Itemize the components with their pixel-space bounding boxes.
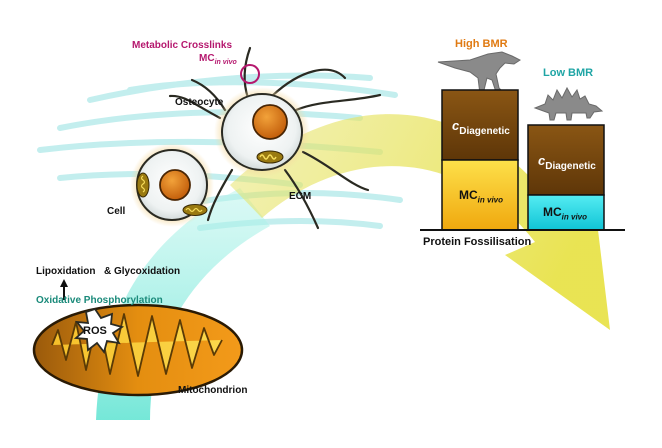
bar-high-mc bbox=[441, 159, 519, 231]
in-vivo-top-text: in vivo bbox=[214, 59, 237, 66]
protein-fossilisation-label: Protein Fossilisation bbox=[423, 236, 532, 248]
high-c-diagenetic-label: cDiagenetic bbox=[452, 117, 510, 137]
osteocyte-label: Osteocyte bbox=[175, 97, 224, 108]
mitochondrion-icon bbox=[32, 303, 244, 397]
high-bmr-title: High BMR bbox=[455, 38, 508, 50]
oxidative-phosphorylation-label: Oxidative Phosphorylation bbox=[36, 295, 163, 306]
low-c-letter: c bbox=[538, 153, 546, 168]
low-in-vivo-text: in vivo bbox=[561, 212, 588, 222]
crosslink-marker-icon bbox=[240, 64, 260, 84]
mc-top-text: MC bbox=[199, 53, 215, 64]
theropod-silhouette-icon bbox=[437, 51, 521, 95]
ros-label: ROS bbox=[83, 325, 107, 337]
cell-mitochondrion-icon-bottom bbox=[182, 204, 208, 216]
bar-high-bmr bbox=[441, 89, 519, 231]
bar-low-mc bbox=[527, 194, 605, 231]
mc-in-vivo-top-label: MCin vivo bbox=[199, 53, 237, 66]
low-c-diagenetic-label: cDiagenetic bbox=[538, 152, 596, 172]
ros-starburst-icon bbox=[73, 307, 125, 354]
metabolic-crosslinks-text: Metabolic Crosslinks bbox=[132, 40, 233, 51]
cell-label: Cell bbox=[107, 206, 126, 217]
high-diagenetic-text: Diagenetic bbox=[459, 126, 510, 138]
cell-nucleus bbox=[159, 169, 191, 201]
osteocyte-dendrites bbox=[168, 46, 382, 230]
metabolic-crosslinks-label: Metabolic Crosslinks bbox=[132, 40, 232, 51]
up-arrow-icon bbox=[60, 279, 68, 300]
low-bmr-title: Low BMR bbox=[543, 67, 594, 79]
osteocyte-mitochondrion-icon bbox=[256, 150, 284, 164]
lipoxidation-label: Lipoxidation bbox=[36, 266, 96, 277]
stegosaur-silhouette-icon bbox=[533, 86, 604, 121]
bar-low-bmr bbox=[527, 124, 605, 231]
high-in-vivo-text: in vivo bbox=[477, 195, 504, 205]
bar-high-diagenetic bbox=[441, 89, 519, 161]
osteocyte-nucleus bbox=[252, 104, 288, 140]
high-mc-text: MC bbox=[459, 188, 478, 202]
high-mc-in-vivo-label: MCin vivo bbox=[459, 188, 503, 204]
low-diagenetic-text: Diagenetic bbox=[545, 161, 596, 173]
low-mc-in-vivo-label: MCin vivo bbox=[543, 205, 587, 221]
cell-mitochondrion-icon-left bbox=[136, 172, 150, 198]
low-mc-text: MC bbox=[543, 205, 562, 219]
high-c-letter: c bbox=[452, 118, 460, 133]
mitochondrion-label: Mitochondrion bbox=[178, 385, 248, 396]
ecm-label: ECM bbox=[289, 191, 312, 202]
glycoxidation-label: & Glycoxidation bbox=[104, 266, 181, 277]
bar-low-diagenetic bbox=[527, 124, 605, 196]
